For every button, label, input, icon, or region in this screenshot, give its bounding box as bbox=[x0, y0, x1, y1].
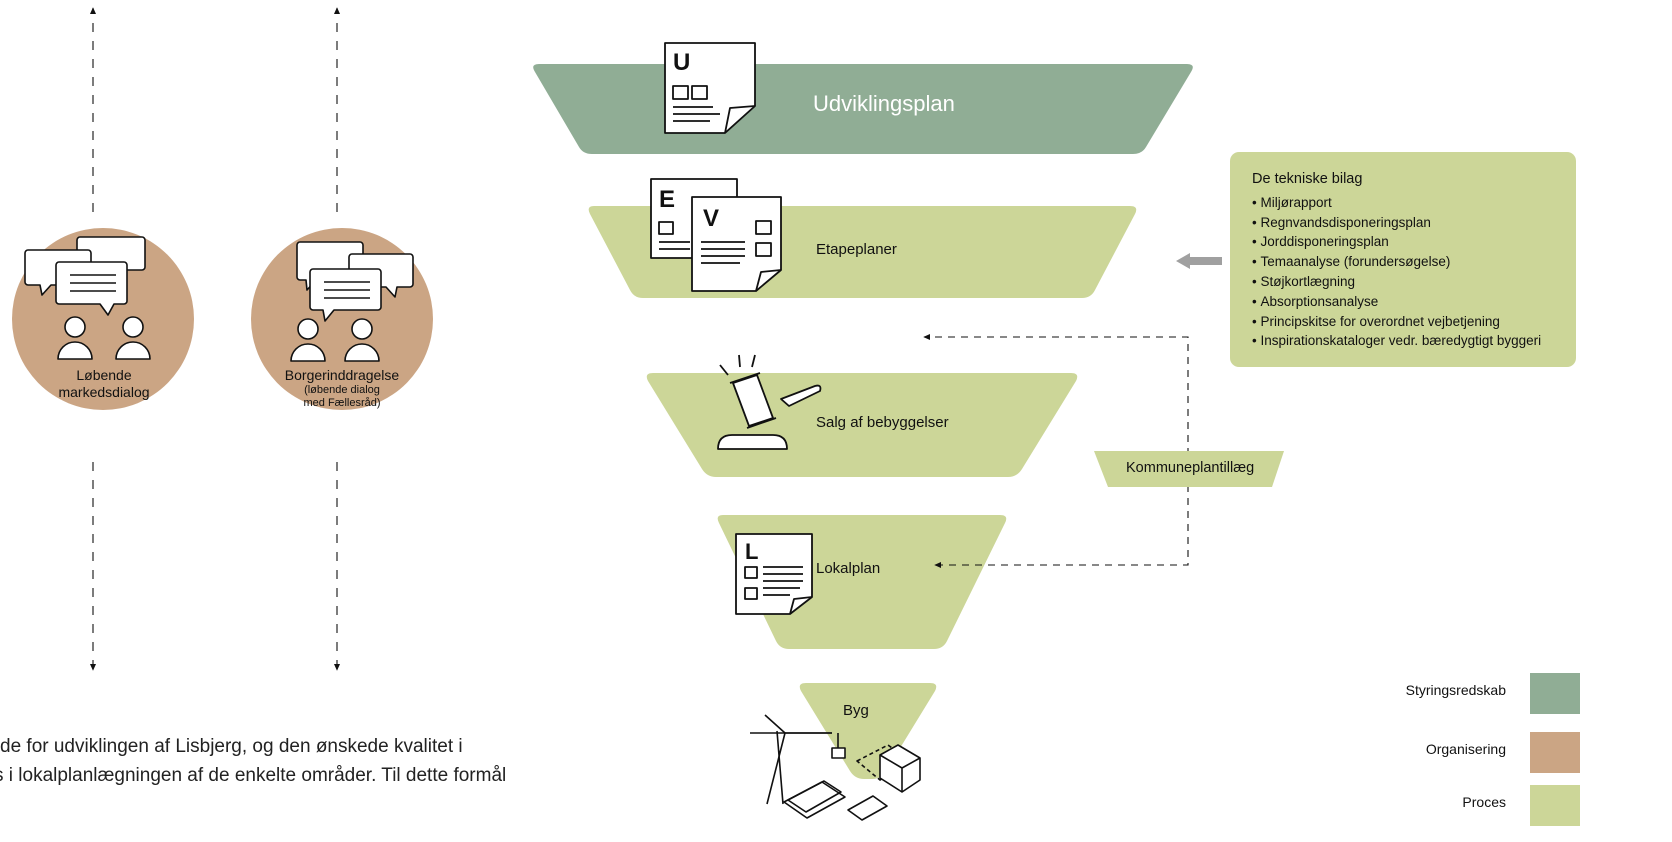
salg-label: Salg af bebyggelser bbox=[816, 414, 949, 431]
tekniske-bilag-list: Miljørapport Regnvandsdisponeringsplan J… bbox=[1252, 193, 1576, 351]
body-text-line: de for udviklingen af Lisbjerg, og den ø… bbox=[0, 736, 463, 757]
gavel-icon bbox=[717, 354, 822, 450]
body-text: de for udviklingen af Lisbjerg, og den ø… bbox=[0, 732, 512, 790]
borgerinddragelse-subtitle: (løbende dialog med Fællesråd) bbox=[303, 384, 381, 409]
list-item: Støjkortlægning bbox=[1252, 272, 1576, 292]
legend-swatch-proces bbox=[1530, 785, 1580, 826]
lokalplan-document-icon: L bbox=[735, 533, 813, 615]
borgerinddragelse-label: Borgerinddragelse (løbende dialog med Fæ… bbox=[272, 367, 412, 410]
list-item: Miljørapport bbox=[1252, 193, 1576, 213]
lokalplan-label: Lokalplan bbox=[816, 560, 881, 577]
legend-label-styringsredskab: Styringsredskab bbox=[1405, 682, 1506, 698]
udviklingsplan-document-icon: U bbox=[664, 42, 756, 134]
byg-band bbox=[799, 683, 937, 779]
document-letter: L bbox=[745, 539, 758, 564]
tekniske-bilag-title: De tekniske bilag bbox=[1252, 171, 1363, 187]
kommuneplan-connectors bbox=[923, 333, 1189, 569]
list-item: Temaanalyse (forundersøgelse) bbox=[1252, 252, 1576, 272]
document-letter: V bbox=[703, 205, 719, 232]
bilag-arrow bbox=[1176, 253, 1222, 269]
legend-swatch-styringsredskab bbox=[1530, 673, 1580, 714]
udviklingsplan-label: Udviklingsplan bbox=[813, 91, 955, 116]
kommuneplantillaeg-box bbox=[1094, 451, 1284, 487]
kommuneplantillaeg-label: Kommuneplantillæg bbox=[1126, 460, 1255, 476]
tekniske-bilag-box: De tekniske bilag Miljørapport Regnvands… bbox=[1230, 152, 1576, 367]
byg-label: Byg bbox=[843, 702, 869, 719]
legend-swatch-organisering bbox=[1530, 732, 1580, 773]
list-item: Principskitse for overordnet vejbetjenin… bbox=[1252, 312, 1576, 332]
dialog-people-icon bbox=[24, 236, 151, 360]
list-item: Absorptionsanalyse bbox=[1252, 292, 1576, 312]
markedsdialog-label: Løbende markedsdialog bbox=[58, 367, 150, 400]
legend-label-organisering: Organisering bbox=[1425, 741, 1506, 757]
list-item: Inspirationskataloger vedr. bæredygtigt … bbox=[1252, 331, 1576, 351]
dialog-people-icon bbox=[290, 241, 414, 362]
etapeplan-documents-icon: E V bbox=[650, 178, 782, 292]
timeline-arrows bbox=[89, 7, 341, 671]
list-item: Jorddisponeringsplan bbox=[1252, 232, 1576, 252]
construction-crane-icon bbox=[750, 714, 921, 821]
legend-label-proces: Proces bbox=[1462, 794, 1506, 810]
body-text-line: s i lokalplanlægningen af de enkelte omr… bbox=[0, 765, 507, 786]
list-item: Regnvandsdisponeringsplan bbox=[1252, 213, 1576, 233]
borgerinddragelse-title: Borgerinddragelse bbox=[284, 367, 400, 383]
document-letter: E bbox=[659, 186, 675, 213]
document-letter: U bbox=[673, 49, 690, 76]
etapeplaner-label: Etapeplaner bbox=[816, 241, 897, 258]
